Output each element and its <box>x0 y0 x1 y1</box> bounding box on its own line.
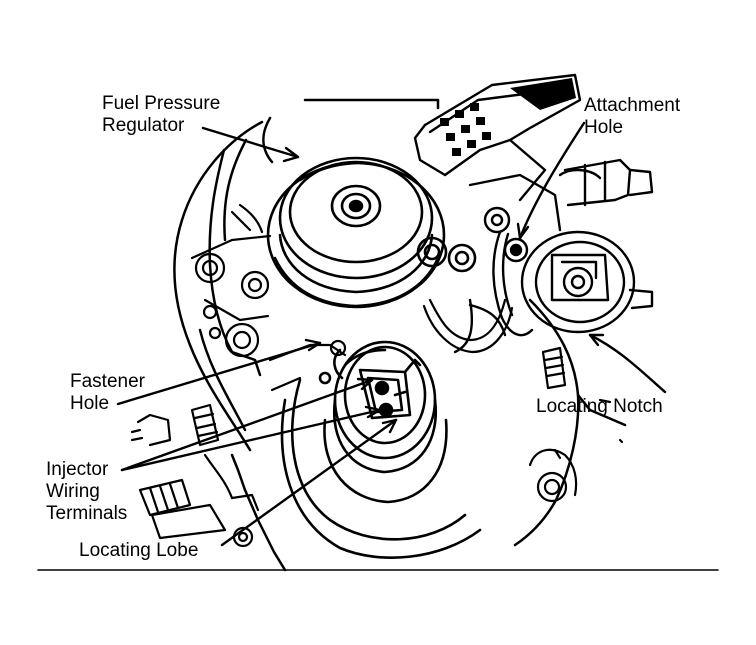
label-locating-lobe: Locating Lobe <box>79 540 198 562</box>
fuel-line <box>422 298 514 354</box>
tab-pattern <box>440 78 576 156</box>
label-attachment-hole: Attachment Hole <box>584 95 680 139</box>
upper-tab <box>413 73 582 202</box>
leader-lines <box>116 121 667 547</box>
right-body <box>453 158 654 354</box>
round-sensor <box>492 230 654 337</box>
label-fuel-pressure-regulator: Fuel Pressure Regulator <box>102 93 220 137</box>
lower-right-details <box>528 346 624 503</box>
housing-outline <box>173 98 627 572</box>
label-line: Terminals <box>46 503 128 524</box>
label-line: Fuel Pressure <box>102 93 221 114</box>
label-fastener-hole: Fastener Hole <box>70 371 145 415</box>
label-line: Hole <box>70 393 110 414</box>
label-line: Wiring <box>46 481 100 502</box>
label-line: Hole <box>584 117 624 138</box>
label-line: Attachment <box>584 95 681 116</box>
label-line: Regulator <box>102 115 185 136</box>
left-bracket <box>190 203 272 358</box>
label-line: Locating Lobe <box>79 540 199 561</box>
label-locating-notch: Locating Notch <box>536 396 663 418</box>
fuel-pressure-regulator-shape <box>266 156 477 309</box>
injector-assembly <box>280 340 482 559</box>
label-line: Locating Notch <box>536 396 663 417</box>
label-line: Fastener <box>70 371 145 392</box>
label-line: Injector <box>46 459 109 480</box>
label-injector-wiring-terminals: Injector Wiring Terminals <box>46 459 127 525</box>
